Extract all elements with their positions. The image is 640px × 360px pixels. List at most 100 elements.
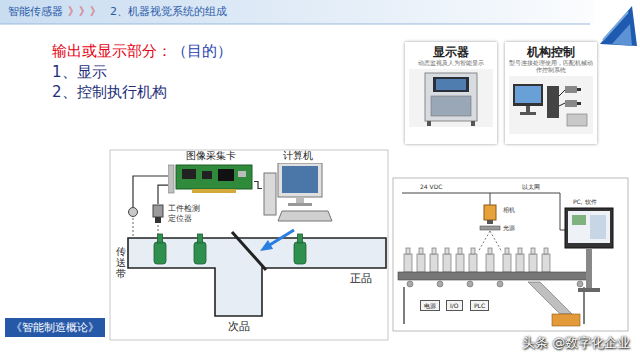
bottle xyxy=(432,248,436,254)
signal-wire xyxy=(490,193,491,205)
bottle xyxy=(486,254,494,272)
component-label: 电源 xyxy=(424,302,436,309)
computer xyxy=(288,203,312,206)
diverter-gate xyxy=(232,232,266,270)
bottle xyxy=(154,242,166,264)
section-purpose: （目的） xyxy=(172,42,232,60)
bottle xyxy=(430,254,438,272)
component-box: 电源 xyxy=(420,300,440,311)
cable-connector xyxy=(254,182,262,189)
bottle xyxy=(529,254,537,272)
photo-card: 机构控制型号连接处理使用，匹配机械动作控制系统 xyxy=(505,42,597,144)
photo xyxy=(565,100,577,107)
photo xyxy=(547,86,559,118)
bottle xyxy=(505,248,509,254)
device-label: 计算机 xyxy=(283,150,313,162)
sensor-lamp xyxy=(133,218,134,237)
bottle xyxy=(404,254,412,272)
monitor xyxy=(565,208,613,248)
photo xyxy=(520,112,536,115)
camera-icon xyxy=(150,204,166,224)
bottle xyxy=(469,254,477,272)
header-band xyxy=(0,0,640,24)
sensor-lamp xyxy=(129,208,138,217)
blue-arrow xyxy=(260,240,273,251)
capture-card xyxy=(238,171,246,177)
bottle xyxy=(445,248,449,254)
bottle xyxy=(419,248,423,254)
photo xyxy=(436,79,466,90)
capture-card xyxy=(176,165,252,189)
bottle xyxy=(542,254,550,272)
capture-card xyxy=(168,163,254,195)
component-box: I/O xyxy=(446,300,463,311)
bottle xyxy=(544,248,548,254)
list-item: 1、显示 xyxy=(52,63,107,81)
photo xyxy=(577,88,581,91)
header-band xyxy=(0,0,640,24)
part-label: 相机 xyxy=(503,206,515,213)
capture-card xyxy=(202,171,212,179)
computer xyxy=(278,163,322,197)
conveyor-belt xyxy=(128,238,386,316)
camera-icon xyxy=(155,217,161,223)
capture-card xyxy=(168,163,254,195)
card-caption: 动态监视及人为智能显示 xyxy=(418,60,484,67)
bottle xyxy=(531,248,535,254)
sensor-lamp xyxy=(129,176,169,237)
bottle xyxy=(456,254,464,272)
part-label: PC, 软件 xyxy=(573,198,597,205)
computer xyxy=(278,211,332,221)
diverter-gate xyxy=(232,232,266,270)
cable-connector xyxy=(158,185,168,204)
conveyor-belt xyxy=(398,272,588,280)
photo xyxy=(509,76,593,134)
camera-box: 工件检测定位器 xyxy=(150,204,202,224)
right-diagram-frame xyxy=(393,178,628,331)
camera xyxy=(480,226,500,230)
camera xyxy=(487,220,493,224)
conveyor-belt xyxy=(437,281,443,287)
bottle xyxy=(516,254,524,272)
part-label: 光源 xyxy=(503,224,515,231)
reject-chute xyxy=(528,282,572,314)
photo xyxy=(565,86,577,93)
component-box: PLC xyxy=(470,300,489,311)
watermark: 头条 @数字化企业 xyxy=(522,335,630,351)
section-heading: 输出或显示部分： xyxy=(52,42,172,60)
bottle xyxy=(458,248,462,254)
bottle xyxy=(158,234,163,243)
photo xyxy=(577,102,581,105)
conveyor-belt xyxy=(467,281,473,287)
sensor-lamp xyxy=(158,225,159,237)
signal-wire xyxy=(402,193,565,230)
blue-arrow xyxy=(268,230,294,246)
component-label: PLC xyxy=(474,302,485,309)
bottle xyxy=(518,248,522,254)
camera-icon xyxy=(150,204,166,224)
photo xyxy=(409,69,493,127)
photo xyxy=(431,96,471,116)
bottle xyxy=(443,254,451,272)
conveyor-belt xyxy=(128,238,386,316)
photo xyxy=(509,76,593,134)
conveyor-label: 传送带 xyxy=(116,246,126,279)
camera xyxy=(484,205,496,220)
camera-icon xyxy=(153,205,163,217)
header-chevrons: 》》》 xyxy=(68,5,101,18)
camera xyxy=(478,205,502,252)
card-heading: 机构控制 xyxy=(527,45,575,59)
photo xyxy=(567,114,587,126)
bottle xyxy=(417,254,425,272)
header-band xyxy=(0,24,590,25)
capture-card xyxy=(218,169,234,181)
photo xyxy=(433,77,469,92)
photo xyxy=(526,106,530,112)
card-heading: 显示器 xyxy=(433,45,469,59)
bottle xyxy=(503,254,511,272)
signal-label: 以太网 xyxy=(522,183,540,190)
monitor xyxy=(565,208,613,292)
reject-chute xyxy=(528,282,580,326)
conveyor-belt xyxy=(497,281,503,287)
